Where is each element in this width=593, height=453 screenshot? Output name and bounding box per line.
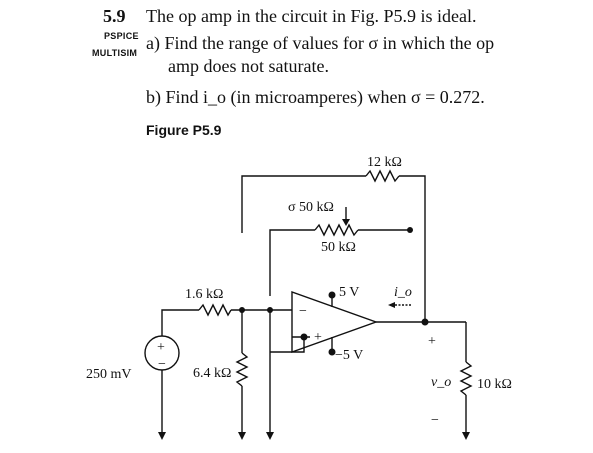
node-vneg <box>328 348 336 356</box>
vo-plus: + <box>428 334 436 349</box>
part-b: b) Find i_o (in microamperes) when σ = 0… <box>146 87 485 107</box>
opamp-minus: − <box>299 304 307 319</box>
label-1-6k: 1.6 kΩ <box>185 287 223 302</box>
op-amp <box>291 291 379 353</box>
node-vpos <box>328 291 336 299</box>
wire-12k-right <box>399 175 426 322</box>
node-output <box>421 318 429 326</box>
resistor-10k <box>459 361 473 396</box>
part-a-line1: a) Find the range of values for σ in whi… <box>146 33 495 53</box>
tag-multisim: MULTISIM <box>92 48 138 58</box>
wire-12k-top <box>241 175 366 233</box>
resistor-12k <box>365 169 400 183</box>
wiper-arrowhead <box>342 219 350 226</box>
ground-source <box>158 432 166 440</box>
source-plus: + <box>157 340 165 355</box>
resistor-1-6k <box>198 303 232 317</box>
node-input <box>239 307 245 313</box>
node-pot-end <box>407 227 413 233</box>
resistor-50k <box>314 223 359 237</box>
label-6-4k: 6.4 kΩ <box>193 366 231 381</box>
label-vneg: −5 V <box>335 348 363 363</box>
vo-minus: − <box>431 413 439 428</box>
wire-noninv-down <box>270 337 305 353</box>
ground-10k <box>462 432 470 440</box>
label-vpos: 5 V <box>339 285 359 300</box>
label-vo: v_o <box>431 375 451 390</box>
opamp-plus: + <box>314 330 322 345</box>
ground-6-4k <box>238 432 246 440</box>
label-50k: 50 kΩ <box>321 240 356 255</box>
label-sigma-50k: σ 50 kΩ <box>288 200 334 215</box>
problem-number: 5.9 <box>103 6 126 26</box>
io-arrowhead <box>388 302 395 308</box>
label-10k: 10 kΩ <box>477 377 512 392</box>
part-a-line2: amp does not saturate. <box>168 56 329 76</box>
wire-source-top <box>161 309 199 336</box>
node-inverting <box>267 307 273 313</box>
problem-statement: The op amp in the circuit in Fig. P5.9 i… <box>146 6 477 26</box>
wire-pot-left <box>269 229 315 296</box>
figure-label: Figure P5.9 <box>146 122 222 138</box>
source-minus: − <box>158 357 166 372</box>
label-io: i_o <box>394 285 412 300</box>
tag-pspice: PSPICE <box>104 31 139 41</box>
label-12k: 12 kΩ <box>367 155 402 170</box>
ground-pot <box>266 432 274 440</box>
resistor-6-4k <box>235 352 249 387</box>
label-source: 250 mV <box>86 367 132 382</box>
